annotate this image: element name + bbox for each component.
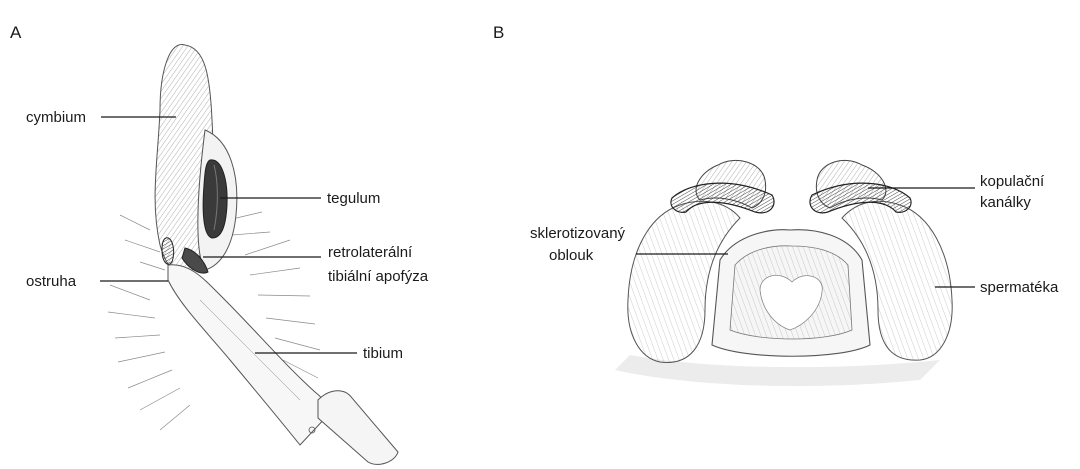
label-cymbium: cymbium: [26, 109, 86, 126]
label-kopulacni-line2: kanálky: [980, 194, 1031, 211]
panel-a-letter: A: [10, 23, 22, 42]
panel-b: B kopulační kanálky sklerotizovaný: [493, 23, 1059, 386]
label-rta-line2: tibiální apofýza: [328, 268, 429, 285]
label-ostruha: ostruha: [26, 273, 77, 290]
label-sklero-line2: oblouk: [549, 247, 594, 264]
tibia-shape: [168, 265, 328, 445]
label-tegulum: tegulum: [327, 190, 380, 207]
panel-a: A: [10, 23, 429, 464]
epigyne-illustration: [615, 160, 952, 386]
label-tibium: tibium: [363, 345, 403, 362]
label-kopulacni-line1: kopulační: [980, 173, 1045, 190]
label-sklero-line1: sklerotizovaný: [530, 225, 626, 242]
panel-b-letter: B: [493, 23, 504, 42]
patella-shape: [318, 391, 398, 465]
label-rta-line1: retrolaterální: [328, 244, 413, 261]
ostruha-shape: [162, 238, 174, 265]
label-spermateka: spermatéka: [980, 279, 1059, 296]
